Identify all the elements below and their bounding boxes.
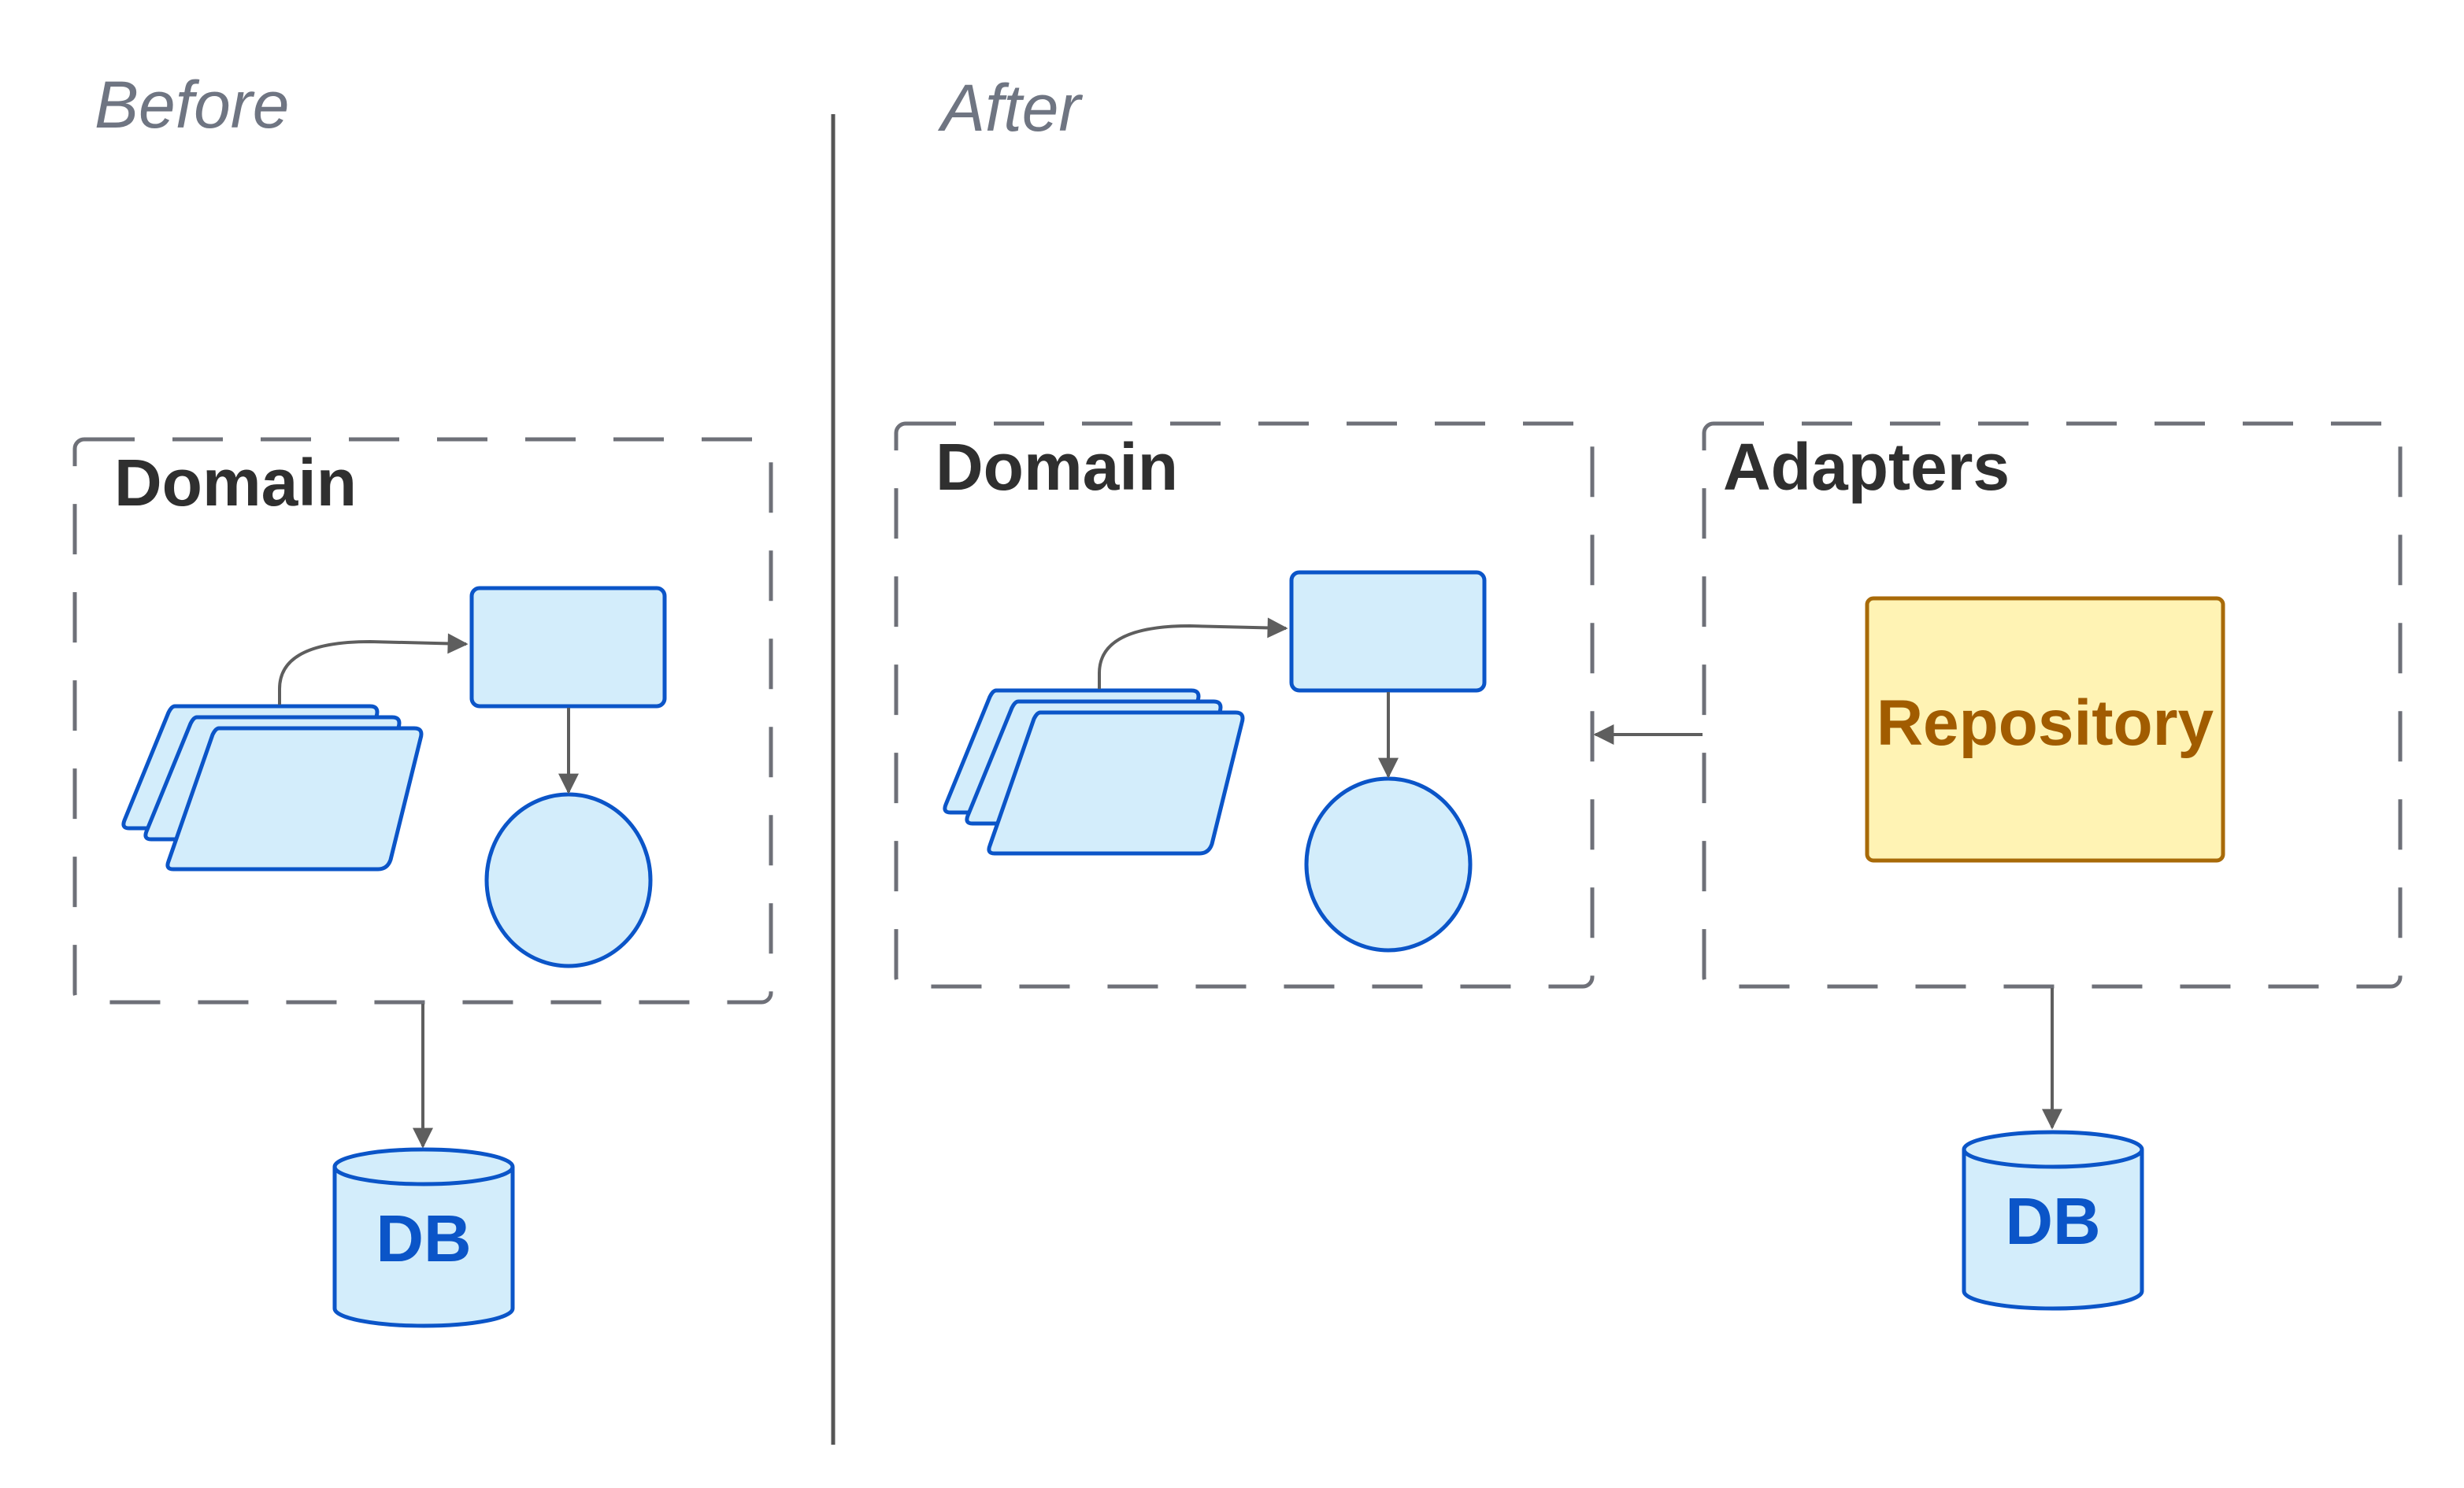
before-database: DB [332, 1147, 515, 1328]
before-db-cylinder-top [332, 1147, 515, 1186]
after-section-label: After [937, 71, 1083, 145]
adapters-title: Adapters [1723, 430, 2010, 504]
before-db-label: DB [376, 1201, 471, 1275]
after-domain-boundary [894, 421, 1595, 989]
before-section-label: Before [94, 68, 290, 142]
before-domain-title: Domain [114, 446, 357, 520]
adapters-group: Adapters Repository [1702, 421, 2403, 989]
after-db-cylinder-body [1962, 1149, 2144, 1311]
after-document-stack [943, 688, 1245, 856]
before-document-front [165, 726, 424, 872]
after-entity-circle [1304, 776, 1473, 953]
after-db-label: DB [2005, 1184, 2100, 1258]
before-entity-rect [469, 586, 667, 709]
after-document-front [987, 710, 1245, 856]
before-domain-boundary [72, 437, 773, 1005]
repository-box [1865, 596, 2225, 863]
after-entity-rect [1289, 570, 1487, 693]
adapters-boundary [1702, 421, 2403, 989]
repository-label: Repository [1877, 687, 2214, 759]
after-database: DB [1962, 1130, 2144, 1311]
after-db-cylinder-top [1962, 1130, 2144, 1169]
after-domain-group: Domain [894, 421, 1595, 989]
after-document-to-rect-arrow [1098, 617, 1288, 689]
before-document-stack [121, 704, 424, 872]
before-document-to-rect-arrow [278, 633, 469, 705]
before-db-cylinder-body [332, 1167, 515, 1328]
before-domain-group: Domain [72, 437, 773, 1005]
before-entity-circle [484, 792, 653, 968]
after-domain-title: Domain [936, 430, 1178, 504]
